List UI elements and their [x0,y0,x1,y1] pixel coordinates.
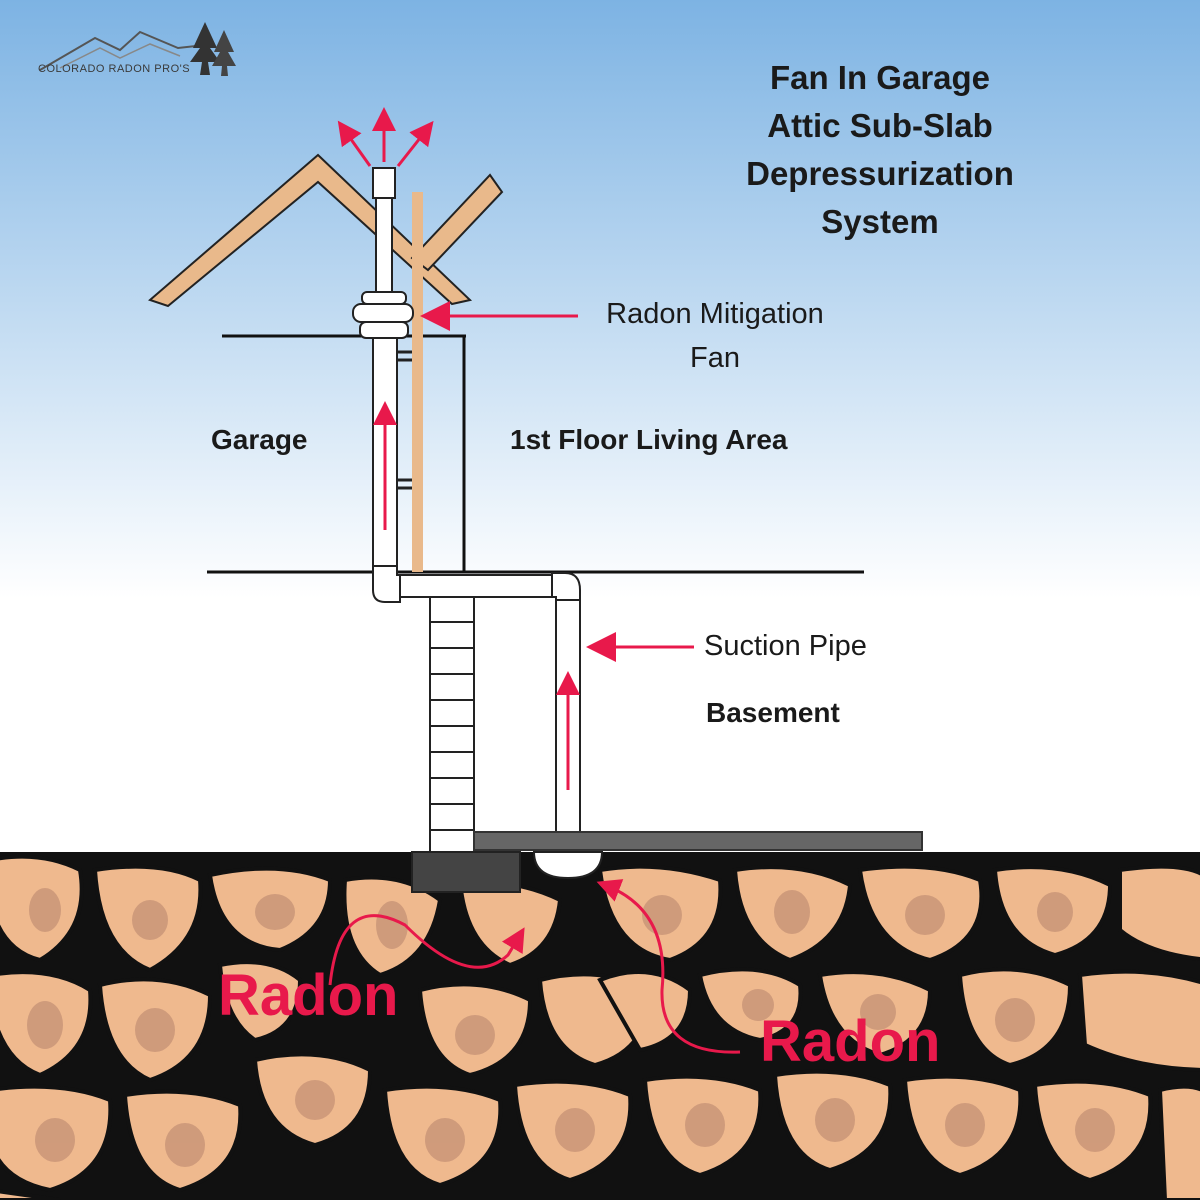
basement-slab [473,831,923,851]
roof [148,153,504,308]
fan-label: Radon Mitigation Fan [606,298,824,374]
radon-label-left: Radon [218,963,399,1028]
footing [411,851,521,893]
suction-pit [532,851,604,880]
first-floor-label: 1st Floor Living Area [510,424,788,455]
house-structure [207,334,864,574]
basement-label: Basement [706,697,840,728]
right-elbow [551,572,581,603]
horizontal-pipe [399,574,553,598]
wall-stud [412,192,423,572]
pipe-straps [397,350,412,490]
suction-pipe-label: Suction Pipe [704,630,867,662]
soil-stones [0,852,1200,1200]
foundation-wall [429,596,475,856]
radon-flow-left [328,914,525,986]
left-elbow [372,565,401,603]
sky-background [0,0,1200,855]
diagram-title: Fan In Garage Attic Sub-Slab Depressuriz… [746,59,1014,240]
mountains-and-pine-trees-logo [39,22,236,76]
exhaust-arrows [337,107,434,167]
exhaust-pipe [375,197,393,301]
vent-cap [372,167,396,199]
garage-label: Garage [211,424,308,455]
radon-flow-right [596,879,741,1054]
brand-name: COLORADO RADON PRO'S [38,63,191,75]
radon-label-right: Radon [760,1009,941,1074]
radon-fan [352,291,414,339]
